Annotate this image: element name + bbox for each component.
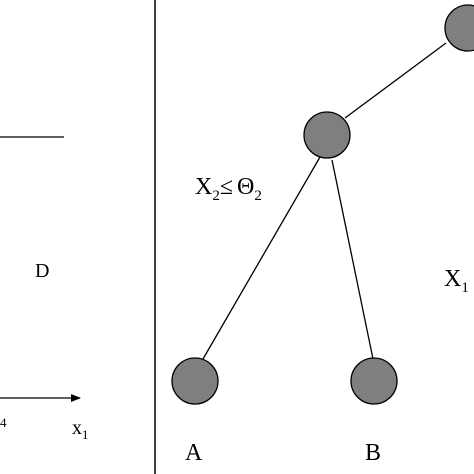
region-label-d: D xyxy=(35,260,49,282)
tree-edge-root-to-mid xyxy=(344,42,447,119)
tree-leaf-b xyxy=(350,357,398,405)
split-condition-left: X2≤Θ2 xyxy=(195,174,262,204)
cut-label-fragment: 4 xyxy=(0,415,7,430)
tree-node-root xyxy=(444,4,474,52)
leaf-label-b: B xyxy=(365,440,381,466)
x1-axis-label: x1 xyxy=(72,417,89,442)
split-condition-right: X1 xyxy=(444,266,469,296)
tree-edge-mid-to-b xyxy=(331,159,374,360)
leaf-label-a: A xyxy=(185,440,203,466)
partition-panel: D 4 x1 xyxy=(0,136,89,442)
tree-node-mid xyxy=(303,111,351,159)
tree-edge-mid-to-a xyxy=(202,156,321,360)
tree-leaf-a xyxy=(171,357,219,405)
tree-panel: X2≤Θ2 X1 A B xyxy=(171,4,474,466)
